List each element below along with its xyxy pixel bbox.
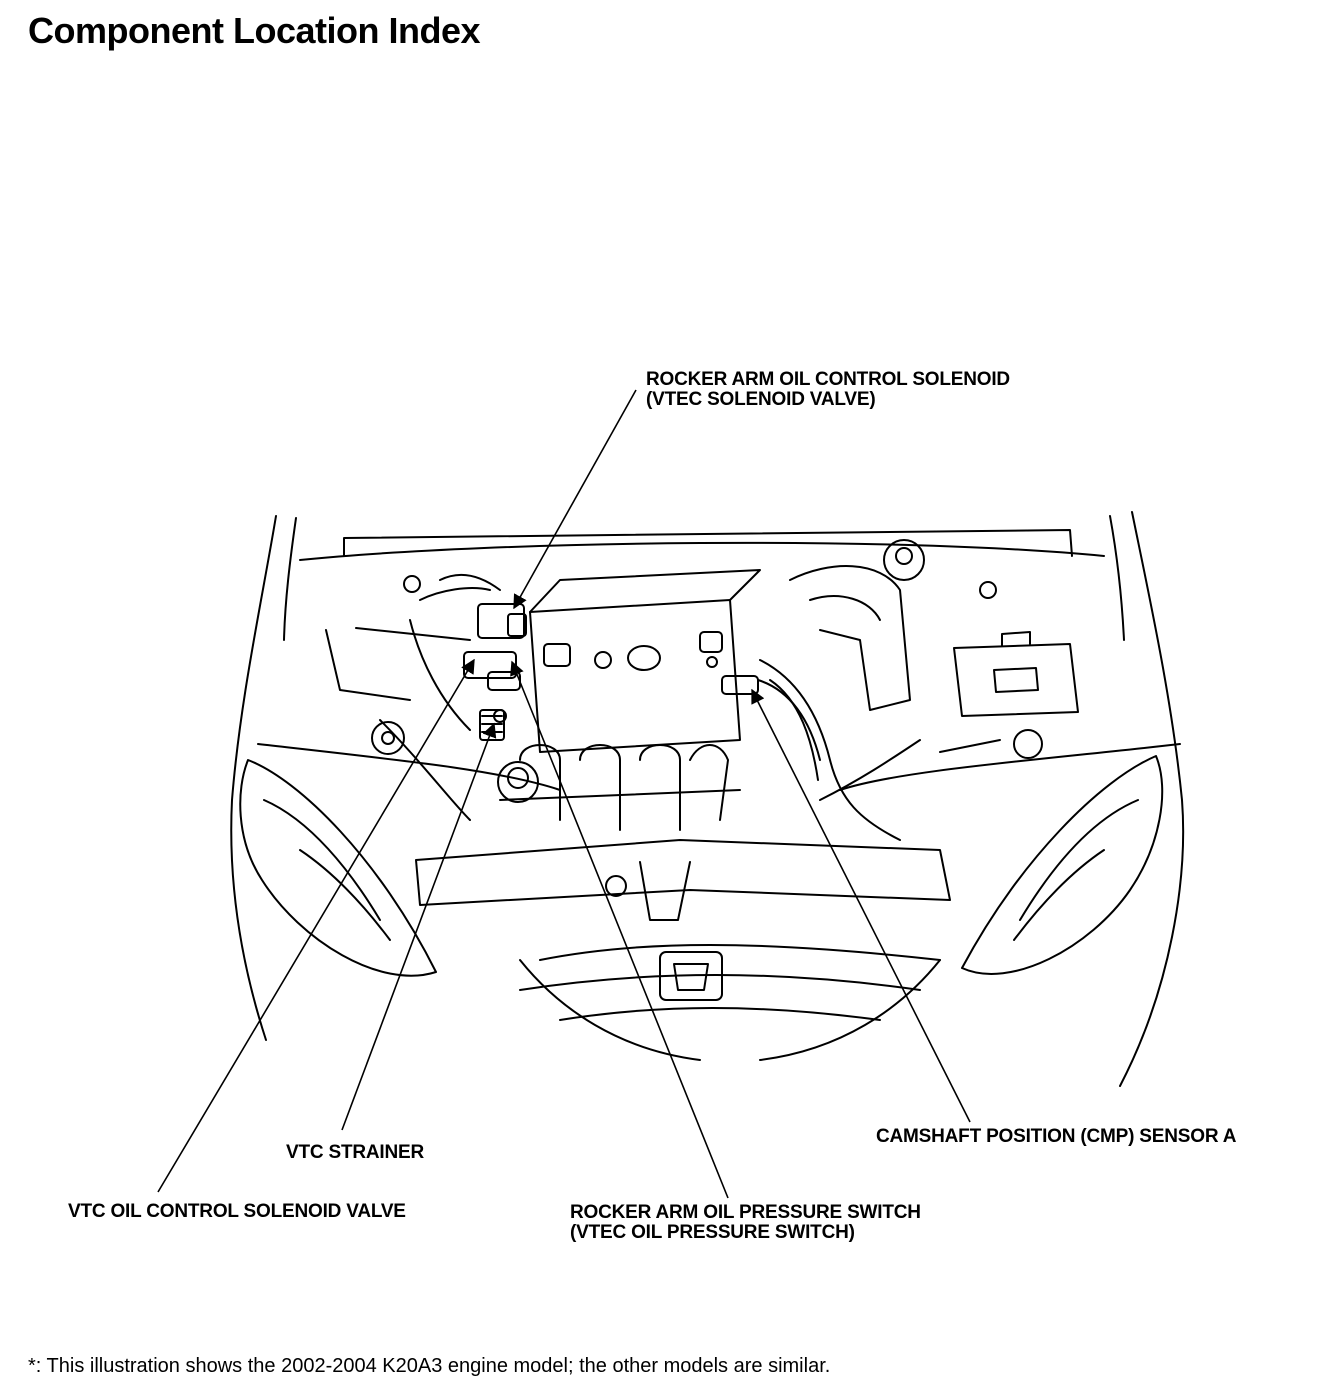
label-line: CAMSHAFT POSITION (CMP) SENSOR A — [876, 1126, 1237, 1147]
fuse-box — [953, 631, 1079, 717]
label-vtc-oil-control-solenoid-valve: VTC OIL CONTROL SOLENOID VALVE — [68, 1202, 406, 1222]
radiator-support — [415, 839, 951, 921]
washer-reservoir — [939, 729, 1043, 759]
leader-rocker-arm-solenoid — [513, 389, 637, 610]
car-body-outline — [230, 511, 1185, 1087]
leader-vtc-strainer — [341, 722, 497, 1131]
left-hoses — [325, 573, 997, 821]
label-line: (VTEC OIL PRESSURE SWITCH) — [570, 1222, 855, 1243]
label-line: VTC STRAINER — [286, 1142, 424, 1163]
label-camshaft-position-sensor: CAMSHAFT POSITION (CMP) SENSOR A — [876, 1127, 1236, 1147]
leader-vtc-solenoid-valve — [157, 658, 475, 1193]
leader-rocker-arm-switch — [510, 660, 729, 1199]
label-vtc-strainer: VTC STRAINER — [286, 1143, 424, 1163]
right-headlight — [961, 755, 1164, 975]
label-line: ROCKER ARM OIL PRESSURE SWITCH — [570, 1202, 921, 1223]
air-intake-duct — [759, 539, 925, 841]
cmp-sensor-body — [721, 675, 821, 761]
intake-manifold — [497, 744, 741, 831]
cylinder-head-cover — [529, 569, 761, 753]
page-title: Component Location Index — [28, 10, 481, 51]
label-rocker-arm-oil-pressure-switch: ROCKER ARM OIL PRESSURE SWITCH (VTEC OIL… — [570, 1203, 921, 1243]
label-line: ROCKER ARM OIL CONTROL SOLENOID — [646, 369, 1010, 390]
label-rocker-arm-oil-control-solenoid: ROCKER ARM OIL CONTROL SOLENOID (VTEC SO… — [646, 370, 1010, 410]
front-grille — [519, 944, 941, 1061]
left-headlight — [239, 759, 437, 977]
footnote: *: This illustration shows the 2002-2004… — [28, 1355, 831, 1377]
leader-camshaft-sensor — [751, 688, 971, 1123]
label-line: (VTEC SOLENOID VALVE) — [646, 389, 876, 410]
label-line: VTC OIL CONTROL SOLENOID VALVE — [68, 1201, 406, 1222]
